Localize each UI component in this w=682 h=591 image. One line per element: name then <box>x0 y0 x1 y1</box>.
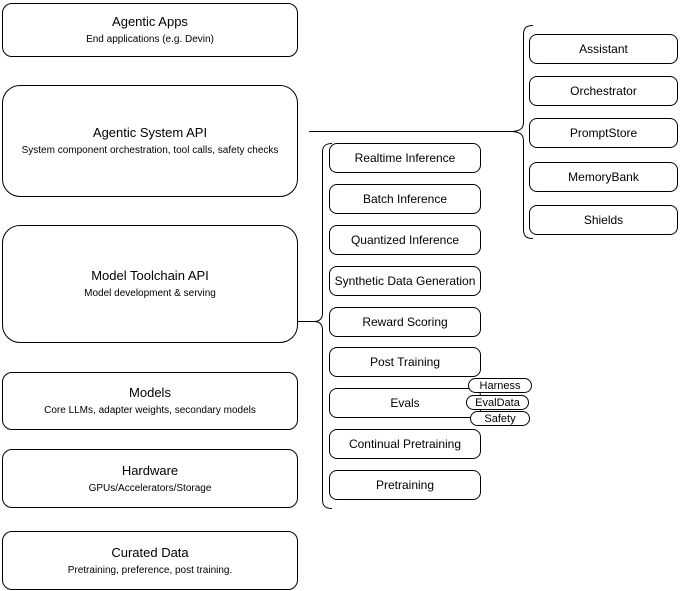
component-memorybank: MemoryBank <box>529 162 678 192</box>
layer-title: Models <box>129 385 171 400</box>
layer-subtitle: Pretraining, preference, post training. <box>67 564 233 576</box>
component-label: PromptStore <box>569 126 638 140</box>
toolchain-item-reward-scoring: Reward Scoring <box>329 307 481 337</box>
eval-tag-label: EvalData <box>475 396 520 409</box>
layer-model-toolchain-api: Model Toolchain API Model development & … <box>2 225 298 343</box>
layer-subtitle: Core LLMs, adapter weights, secondary mo… <box>44 405 256 416</box>
eval-tag-label: Safety <box>484 412 516 425</box>
eval-tag-harness: Harness <box>468 378 532 393</box>
toolchain-item-label: Continual Pretraining <box>348 437 462 451</box>
toolchain-item-label: Quantized Inference <box>350 233 460 247</box>
component-shields: Shields <box>529 205 678 235</box>
layer-title: Agentic Apps <box>112 14 188 29</box>
eval-tag-evaldata: EvalData <box>466 395 529 410</box>
layer-subtitle: End applications (e.g. Devin) <box>86 34 214 45</box>
toolchain-item-label: Post Training <box>369 355 441 369</box>
layer-hardware: Hardware GPUs/Accelerators/Storage <box>2 449 298 508</box>
toolchain-item-post-training: Post Training <box>329 347 481 377</box>
component-promptstore: PromptStore <box>529 118 678 148</box>
toolchain-item-pretraining: Pretraining <box>329 470 481 500</box>
layer-models: Models Core LLMs, adapter weights, secon… <box>2 372 298 430</box>
layer-title: Hardware <box>121 462 179 478</box>
eval-tag-label: Harness <box>479 379 521 392</box>
toolchain-item-label: Batch Inference <box>362 192 448 206</box>
component-label: Shields <box>583 213 624 227</box>
layer-agentic-apps: Agentic Apps End applications (e.g. Devi… <box>2 3 298 57</box>
toolchain-item-label: Reward Scoring <box>362 315 448 329</box>
layer-title: Curated Data <box>111 544 189 560</box>
toolchain-item-synthetic-data-generation: Synthetic Data Generation <box>329 266 481 296</box>
component-assistant: Assistant <box>529 34 678 64</box>
layer-title: Model Toolchain API <box>91 268 209 283</box>
layer-title: Agentic System API <box>92 125 208 140</box>
layer-subtitle: System component orchestration, tool cal… <box>21 145 279 156</box>
toolchain-item-evals: Evals <box>329 388 481 418</box>
component-label: Orchestrator <box>570 84 637 98</box>
component-label: MemoryBank <box>568 170 639 184</box>
layer-agentic-system-api: Agentic System API System component orch… <box>2 85 298 197</box>
component-label: Assistant <box>579 42 628 56</box>
eval-tag-safety: Safety <box>470 411 530 426</box>
toolchain-item-quantized-inference: Quantized Inference <box>329 225 481 255</box>
toolchain-item-label: Synthetic Data Generation <box>334 274 476 288</box>
layer-curated-data: Curated Data Pretraining, preference, po… <box>2 531 298 590</box>
toolchain-item-label: Pretraining <box>375 478 435 492</box>
layer-subtitle: GPUs/Accelerators/Storage <box>88 482 212 494</box>
toolchain-item-batch-inference: Batch Inference <box>329 184 481 214</box>
toolchain-item-continual-pretraining: Continual Pretraining <box>329 429 481 459</box>
toolchain-item-label: Realtime Inference <box>354 151 456 165</box>
component-orchestrator: Orchestrator <box>529 76 678 106</box>
toolchain-item-label: Evals <box>390 396 420 410</box>
toolchain-item-realtime-inference: Realtime Inference <box>329 143 481 173</box>
layer-subtitle: Model development & serving <box>84 288 216 299</box>
